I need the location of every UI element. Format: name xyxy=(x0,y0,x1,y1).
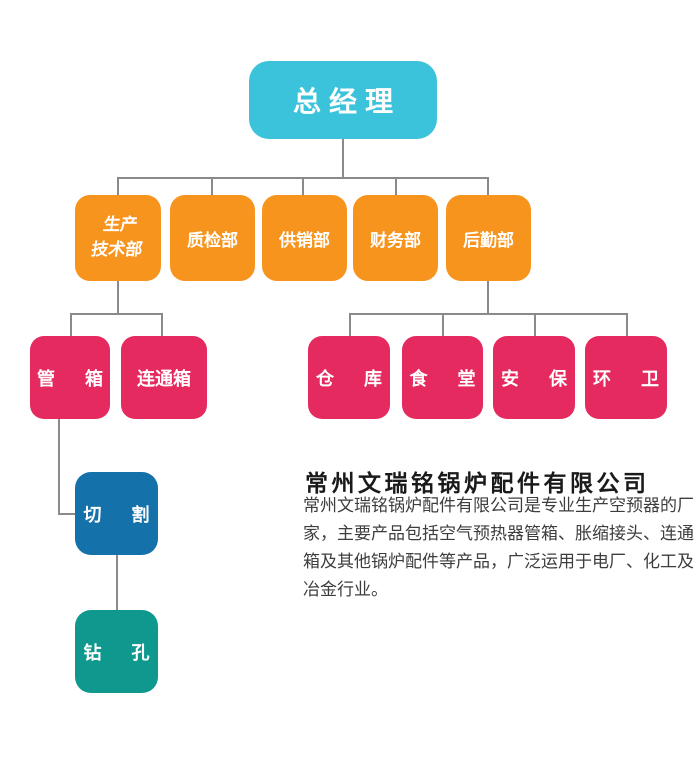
company-description: 常州文瑞铭锅炉配件有限公司是专业生产空预器的厂 家，主要产品包括空气预热器管箱、… xyxy=(303,496,694,600)
connector-logistics-bus xyxy=(349,313,628,315)
connector-ceo-vertical xyxy=(342,139,344,178)
company-name: 常州文瑞铭锅炉配件有限公司 xyxy=(305,471,650,497)
org-node-pipe-box: 管 箱 xyxy=(30,336,110,419)
connector-stub-canteen xyxy=(442,313,444,337)
org-node-ceo: 总经理 xyxy=(249,61,437,139)
connector-stub-connect-box xyxy=(161,313,163,337)
connector-stub-finance xyxy=(395,177,397,196)
org-node-quality: 质检部 xyxy=(170,195,255,281)
org-node-sanitation: 环 卫 xyxy=(585,336,667,419)
connector-pipebox-cutting-horizontal xyxy=(58,513,77,515)
org-node-warehouse: 仓 库 xyxy=(308,336,390,419)
connector-stub-quality xyxy=(211,177,213,196)
connector-stub-logistics xyxy=(487,177,489,196)
connector-stub-supply xyxy=(302,177,304,196)
connector-stub-warehouse xyxy=(349,313,351,337)
connector-production-bus xyxy=(70,313,163,315)
org-node-connect-box: 连通箱 xyxy=(121,336,207,419)
connector-cutting-drilling xyxy=(116,555,118,610)
org-node-supply-sales: 供销部 xyxy=(262,195,347,281)
org-node-canteen: 食 堂 xyxy=(402,336,483,419)
org-node-cutting: 切 割 xyxy=(75,472,158,555)
org-node-production-tech: 生产 技术部 xyxy=(75,195,161,281)
org-node-production-tech-label: 生产 技术部 xyxy=(89,215,144,260)
connector-stub-pipe-box xyxy=(70,313,72,337)
connector-pipebox-cutting-vertical xyxy=(58,419,60,515)
connector-stub-security xyxy=(534,313,536,337)
connector-stub-sanitation xyxy=(626,313,628,337)
org-node-drilling: 钻 孔 xyxy=(75,610,158,693)
org-node-finance: 财务部 xyxy=(353,195,438,281)
connector-stub-production xyxy=(117,177,119,196)
connector-production-vertical xyxy=(117,281,119,315)
org-node-logistics: 后勤部 xyxy=(446,195,531,281)
org-node-security: 安 保 xyxy=(493,336,575,419)
connector-logistics-vertical xyxy=(487,281,489,315)
